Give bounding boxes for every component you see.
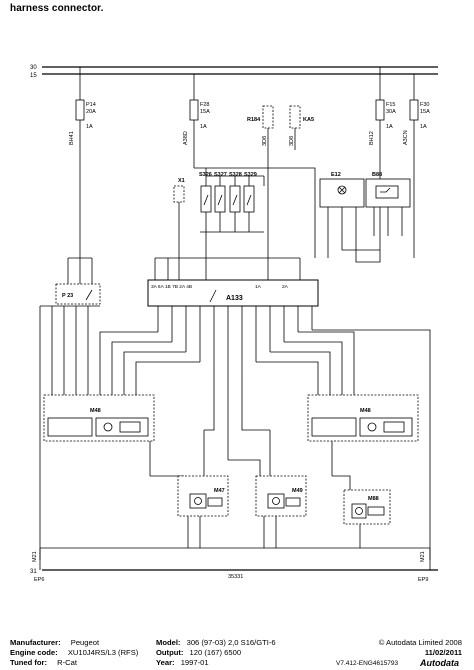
switch-label-S326: S326 bbox=[199, 172, 212, 178]
footer-date: 11/02/2011 bbox=[424, 648, 462, 657]
switch-label-S329: S329 bbox=[244, 172, 257, 178]
footer-manufacturer: Peugeot bbox=[70, 638, 100, 647]
module-A133-label: A133 bbox=[226, 295, 243, 302]
motor-M48-right: M48 bbox=[307, 394, 419, 476]
footer-manufacturer-label: Manufacturer: bbox=[10, 638, 61, 647]
module-A133: 3A 6A 1B 7B 2A 4B 1A 2A A133 bbox=[147, 257, 319, 307]
fuse-P14-id: P14 bbox=[86, 102, 96, 108]
fuse-block: P14 20A 1A BH41 F28 15A 1A A38D F15 30A … bbox=[69, 67, 430, 258]
relay-R184-label: R184 bbox=[247, 117, 261, 123]
footer-engine: XU10J4RS/L3 (RFS) bbox=[67, 648, 139, 657]
motor-M48-left: M48 bbox=[43, 394, 155, 476]
footer-copyright: © Autodata Limited 2008 bbox=[378, 638, 462, 647]
power-rails: 30 15 31 bbox=[30, 65, 438, 575]
relay-KA5-label: KA5 bbox=[303, 117, 314, 123]
a133-pin-1a: 1A bbox=[255, 284, 262, 290]
autodata-logo: Autodata bbox=[420, 658, 459, 668]
footer-ref: V7.412-ENG4615793 bbox=[336, 660, 399, 667]
harness-trunk bbox=[39, 305, 431, 560]
footer-model-label: Model: bbox=[156, 638, 181, 647]
fuse-F28-wire: 1A bbox=[200, 124, 207, 130]
motor-M48-right-label: M48 bbox=[360, 408, 371, 414]
footer-output: 120 (167) 6500 bbox=[189, 648, 242, 657]
ground-bus: M21 M21 EP6 EP9 35331 bbox=[32, 547, 431, 583]
rail-label-31: 31 bbox=[30, 569, 37, 575]
relay-KA5-wire: 3D8 bbox=[289, 136, 295, 146]
component-B88-label: B88 bbox=[372, 172, 382, 178]
fuse-F28-rating: 15A bbox=[200, 109, 210, 115]
relays: R184 KA5 3D8 3D8 bbox=[247, 105, 314, 258]
motor-M49: M49 bbox=[228, 430, 307, 548]
lamp-and-switch-module: E12 B88 bbox=[319, 172, 411, 263]
fuse-F30-rating: 15A bbox=[420, 109, 430, 115]
ground-right-ep: EP9 bbox=[418, 577, 428, 583]
footer-output-label: Output: bbox=[156, 648, 184, 657]
component-E12-label: E12 bbox=[331, 172, 341, 178]
ground-left-code: M21 bbox=[32, 551, 38, 562]
footer-engine-label: Engine code: bbox=[10, 648, 58, 657]
motor-M48-left-label: M48 bbox=[90, 408, 101, 414]
connector-P23-label: P 23 bbox=[62, 293, 73, 299]
rail-label-15: 15 bbox=[30, 73, 37, 79]
fuse-F30-wire-code: A3CN bbox=[403, 130, 409, 145]
fuse-F15-rating: 30A bbox=[386, 109, 396, 115]
fuse-P14-wire: 1A bbox=[86, 124, 93, 130]
footer-tuned: R-Cat bbox=[57, 658, 77, 667]
switch-label-S327: S327 bbox=[214, 172, 227, 178]
footer-model: 306 (97-03) 2,0 S16/GTI-6 bbox=[186, 638, 276, 647]
motor-M88: M88 bbox=[332, 475, 391, 548]
ground-center-code: 35331 bbox=[228, 574, 243, 580]
footer: Manufacturer: Peugeot Engine code: XU10J… bbox=[0, 638, 474, 670]
motor-M47-label: M47 bbox=[214, 488, 225, 494]
diagram-caption: harness connector. bbox=[10, 3, 104, 14]
a133-pin-2a: 2A bbox=[282, 284, 289, 290]
relay-R184-wire: 3D8 bbox=[262, 136, 268, 146]
fuse-F30-id: F30 bbox=[420, 102, 429, 108]
wiring-diagram: 30 15 31 P14 20A 1A BH41 F28 15A 1A A38D… bbox=[30, 65, 438, 583]
fuse-F30-wire: 1A bbox=[420, 124, 427, 130]
footer-year: 1997-01 bbox=[180, 658, 209, 667]
fuse-F15-wire-code: BH12 bbox=[369, 131, 375, 145]
ground-left-ep: EP6 bbox=[34, 577, 44, 583]
fuse-P14-wire-code: BH41 bbox=[69, 131, 75, 145]
footer-year-label: Year: bbox=[156, 658, 175, 667]
connector-X1-label: X1 bbox=[178, 178, 185, 184]
a133-top-pins: 3A 6A 1B 7B 2A 4B bbox=[151, 284, 192, 290]
window-switches: S326 S327 S328 S329 bbox=[199, 172, 264, 258]
footer-tuned-label: Tuned for: bbox=[10, 658, 47, 667]
rail-label-30: 30 bbox=[30, 65, 37, 71]
fuse-F28-id: F28 bbox=[200, 102, 209, 108]
switch-label-S328: S328 bbox=[229, 172, 242, 178]
ground-right-code: M21 bbox=[420, 551, 426, 562]
fuse-F15-wire: 1A bbox=[386, 124, 393, 130]
motor-M47: M47 bbox=[150, 430, 229, 548]
motor-M88-label: M88 bbox=[368, 496, 379, 502]
fuse-F28-wire-code: A38D bbox=[183, 131, 189, 145]
fuse-P14-rating: 20A bbox=[86, 109, 96, 115]
connector-X1: X1 bbox=[173, 178, 185, 258]
motor-M49-label: M49 bbox=[292, 488, 303, 494]
connector-P23: P 23 bbox=[55, 257, 101, 305]
fuse-F15-id: F15 bbox=[386, 102, 395, 108]
